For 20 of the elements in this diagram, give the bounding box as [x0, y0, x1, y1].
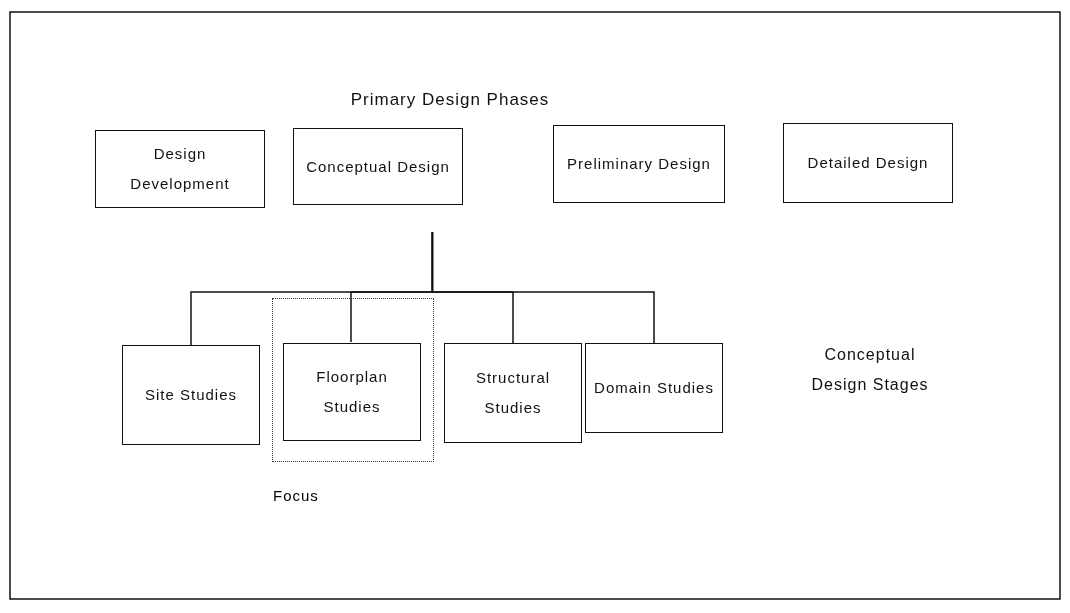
box-label: Floorplan Studies	[315, 367, 389, 417]
process-box	[553, 125, 725, 203]
box-label: Detailed Design	[806, 153, 930, 173]
box-label: Conceptual Design	[305, 156, 451, 177]
box-label: Site Studies	[143, 385, 238, 405]
process-box	[783, 123, 953, 203]
process-box	[95, 130, 265, 208]
connector-line	[431, 231, 655, 344]
process-box	[293, 128, 463, 205]
box-label: Preliminary Design	[566, 154, 712, 174]
stage-label: Conceptual Design Stages	[810, 345, 930, 395]
box-label: Design Development	[129, 144, 231, 194]
box-label: Structural Studies	[474, 368, 552, 418]
diagram-title: Primary Design Phases	[349, 89, 551, 111]
process-box	[283, 343, 421, 441]
region-label: Focus	[273, 487, 320, 504]
process-box	[444, 343, 582, 443]
box-label: Domain Studies	[593, 378, 715, 398]
process-box	[585, 343, 723, 433]
process-box	[122, 345, 260, 445]
